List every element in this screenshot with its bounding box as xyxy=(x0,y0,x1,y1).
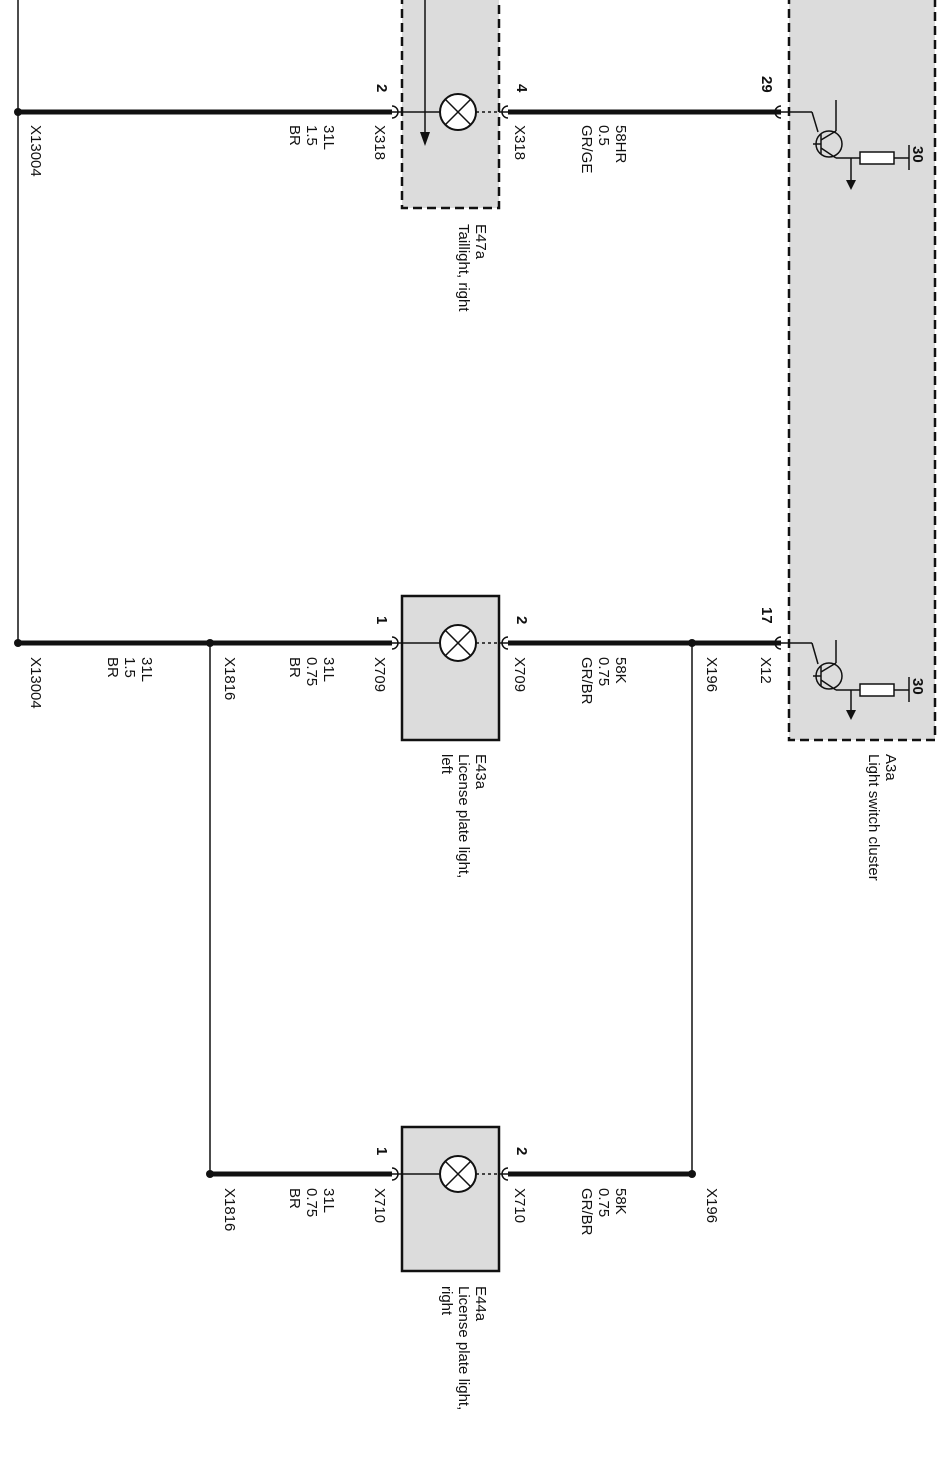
terminal-number: 30 xyxy=(909,146,926,163)
connector-label: X1816 xyxy=(221,657,238,700)
color-label: BR xyxy=(286,1188,303,1209)
signal-label: 58K xyxy=(612,657,629,684)
pin-number: 1 xyxy=(373,616,390,624)
component-id: A3a xyxy=(882,754,899,781)
pin-number: 2 xyxy=(513,1147,530,1155)
component-name: License plate light, xyxy=(455,1286,472,1410)
junction-dot xyxy=(206,639,214,647)
junction-dot xyxy=(14,639,22,647)
connector-label: X709 xyxy=(511,657,528,692)
lamp-icon xyxy=(402,624,499,662)
component-name: License plate light, xyxy=(455,754,472,878)
connector-label: X12 xyxy=(757,657,774,684)
light-switch-cluster-box[interactable] xyxy=(787,0,937,742)
license-plate-light-left-box[interactable] xyxy=(400,594,501,742)
gauge-label: 0.75 xyxy=(595,1188,612,1217)
gauge-label: 0.75 xyxy=(303,1188,320,1217)
component-id: E43a xyxy=(472,754,489,790)
signal-label: 31L xyxy=(320,125,337,150)
license-plate-light-right-box[interactable] xyxy=(400,1125,501,1273)
junction-dot xyxy=(688,639,696,647)
connector-label: X1816 xyxy=(221,1188,238,1231)
transistor-icon xyxy=(789,100,910,190)
pin-number: 17 xyxy=(758,607,775,624)
component-name: Light switch cluster xyxy=(865,754,882,881)
lamp-icon xyxy=(402,1155,499,1193)
pin-number: 1 xyxy=(373,1147,390,1155)
transistor-icon xyxy=(789,640,910,720)
color-label: BR xyxy=(104,657,121,678)
color-label: BR xyxy=(286,125,303,146)
color-label: GR/BR xyxy=(578,657,595,705)
connector-label: X318 xyxy=(511,125,528,160)
connector-label: X196 xyxy=(703,657,720,692)
component-id: E47a xyxy=(472,224,489,260)
junction-dot xyxy=(14,108,22,116)
junction-dot xyxy=(688,1170,696,1178)
gauge-label: 0.5 xyxy=(595,125,612,146)
gauge-label: 0.75 xyxy=(303,657,320,686)
component-name: right xyxy=(438,1286,455,1316)
signal-label: 31L xyxy=(138,657,155,682)
signal-label: 31L xyxy=(320,657,337,682)
taillight-internal-arrow-icon xyxy=(420,0,430,146)
pin-number: 29 xyxy=(758,76,775,93)
color-label: GR/GE xyxy=(578,125,595,173)
color-label: GR/BR xyxy=(578,1188,595,1236)
connector-label: X13004 xyxy=(27,125,44,177)
component-name: left xyxy=(438,754,455,775)
connector-label: X710 xyxy=(511,1188,528,1223)
connector-label: X13004 xyxy=(27,657,44,709)
signal-label: 31L xyxy=(320,1188,337,1213)
signal-label: 58K xyxy=(612,1188,629,1215)
text-labels: X13004 X318 31L 1.5 BR X318 58HR 0.5 GR/… xyxy=(27,76,926,1410)
pin-number: 2 xyxy=(513,616,530,624)
lamp-icon xyxy=(402,93,499,131)
connector-label: X196 xyxy=(703,1188,720,1223)
pin-number: 2 xyxy=(373,84,390,92)
junction-dot xyxy=(206,1170,214,1178)
gauge-label: 1.5 xyxy=(303,125,320,146)
signal-label: 58HR xyxy=(612,125,629,164)
component-id: E44a xyxy=(472,1286,489,1322)
gauge-label: 0.75 xyxy=(595,657,612,686)
pin-number: 4 xyxy=(513,84,530,93)
connector-label: X709 xyxy=(371,657,388,692)
terminal-number: 30 xyxy=(909,678,926,695)
pin-connector-arc xyxy=(391,105,789,1181)
connector-label: X710 xyxy=(371,1188,388,1223)
gauge-label: 1.5 xyxy=(121,657,138,678)
color-label: BR xyxy=(286,657,303,678)
component-name: Taillight, right xyxy=(455,224,472,312)
connector-label: X318 xyxy=(371,125,388,160)
